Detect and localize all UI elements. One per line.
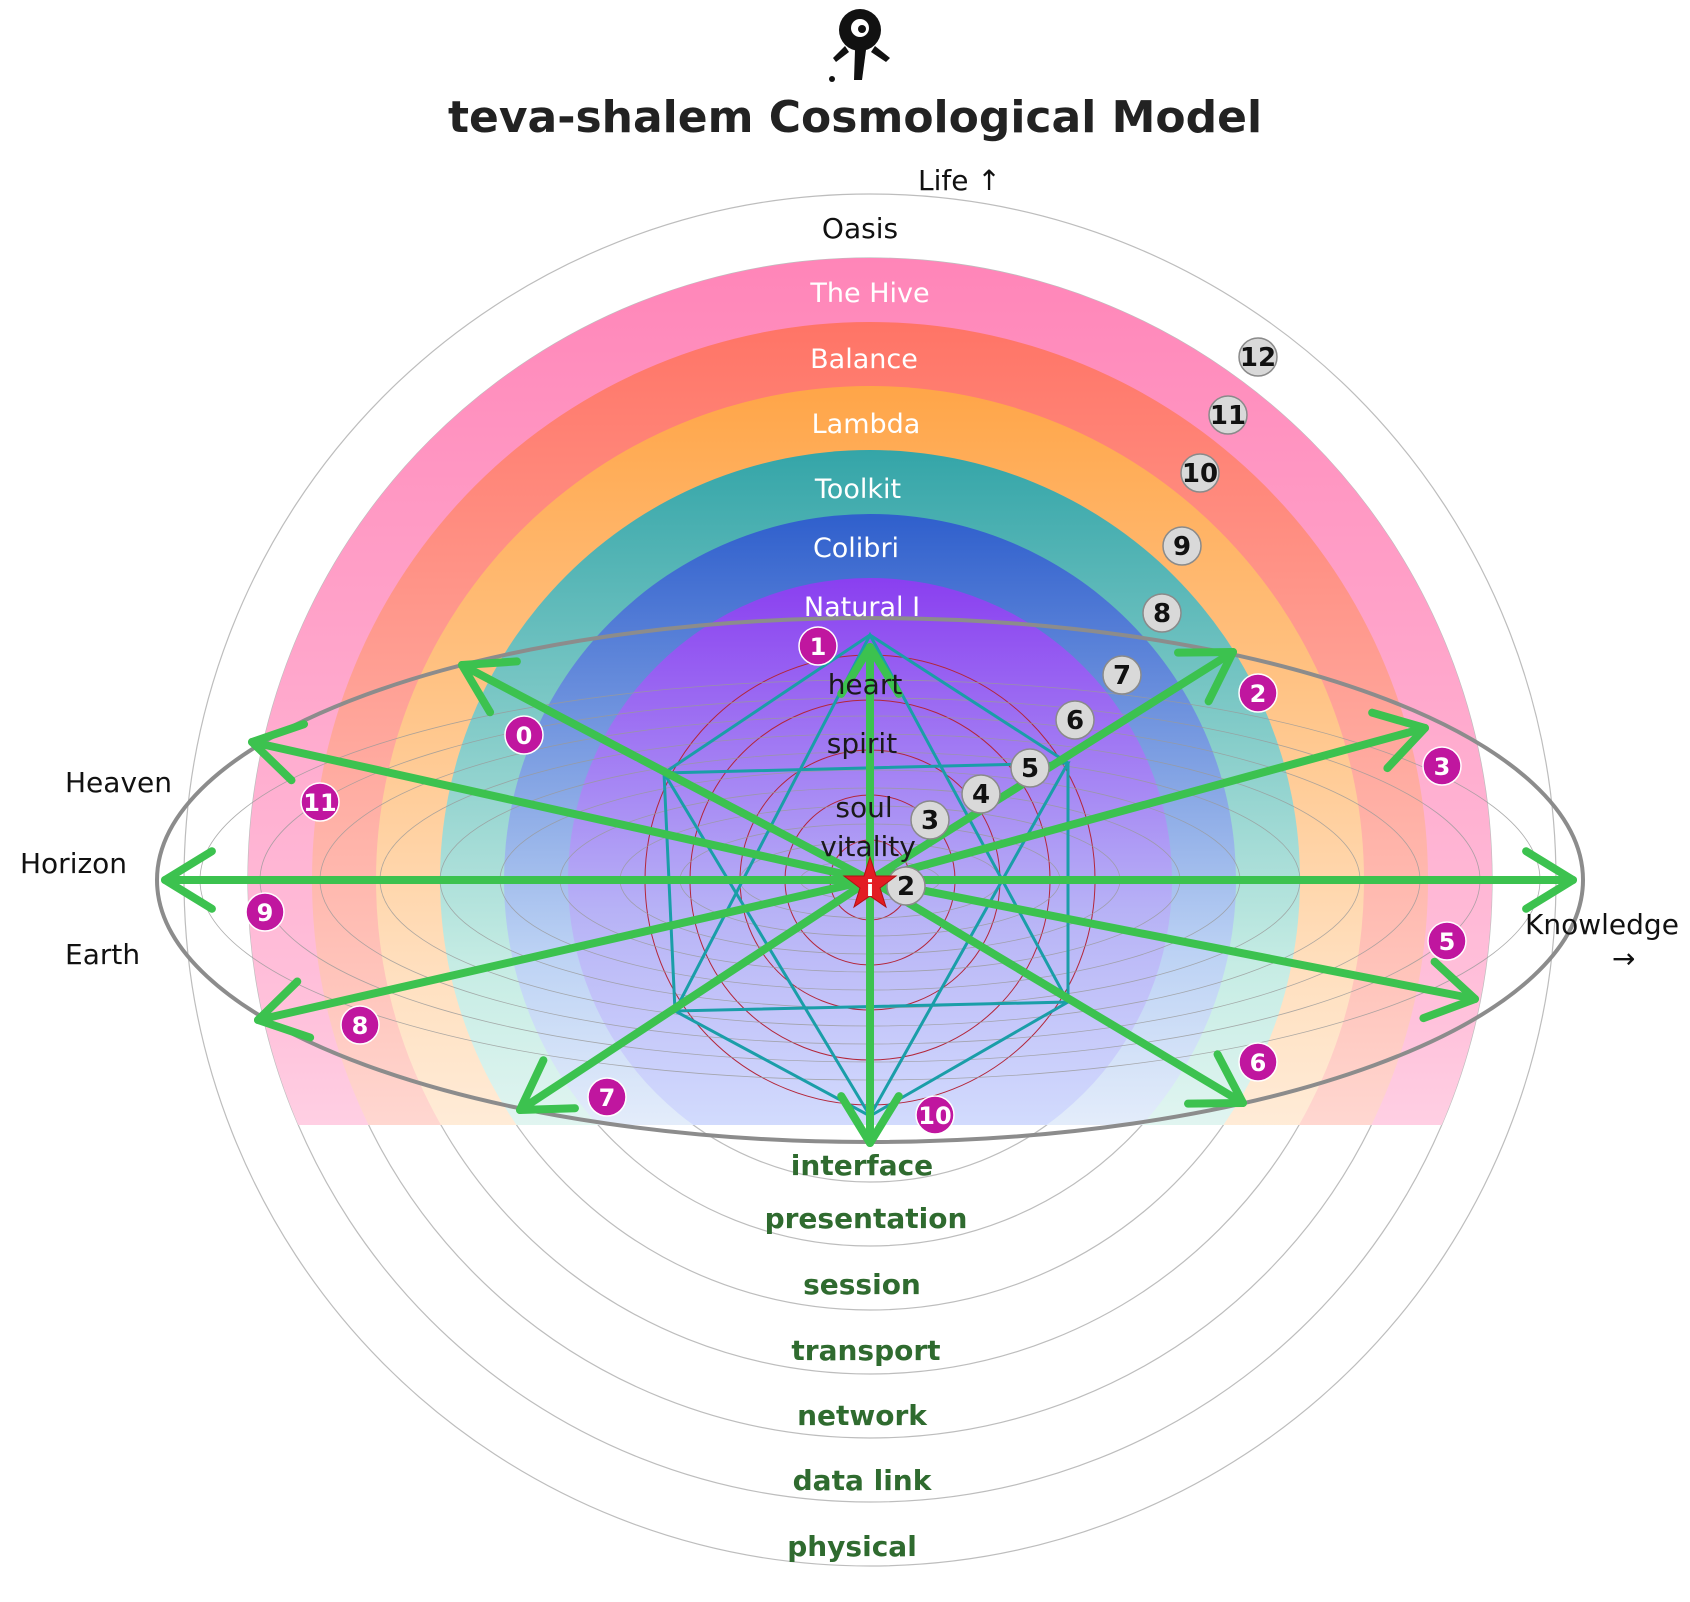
direction-arrow xyxy=(866,708,1429,884)
inner-label-heart: heart xyxy=(828,668,903,701)
badge-label: 0 xyxy=(516,722,533,750)
badge-label: 7 xyxy=(599,1084,616,1112)
level-badge: 3 xyxy=(910,800,950,840)
badge-label: 12 xyxy=(1240,343,1276,373)
direction-arrow xyxy=(837,876,903,1147)
ring-label-hive: The Hive xyxy=(809,278,929,309)
knowledge-axis-label: Knowledge xyxy=(1525,908,1679,941)
direction-arrow xyxy=(248,720,874,884)
direction-badge: 11 xyxy=(300,782,340,822)
direction-badge: 5 xyxy=(1427,921,1467,961)
osi-label-session: session xyxy=(803,1268,921,1301)
badge-label: 5 xyxy=(1021,754,1039,784)
direction-arrow xyxy=(866,648,1237,884)
inner-label-soul: soul xyxy=(835,791,892,824)
life-axis-label: Life ↑ xyxy=(918,164,1001,197)
level-badge: 2 xyxy=(886,866,926,906)
direction-badge: 7 xyxy=(587,1077,627,1117)
direction-badge: 9 xyxy=(245,892,285,932)
badge-label: 10 xyxy=(1182,459,1218,489)
osi-label-interface: interface xyxy=(791,1149,933,1182)
osi-label-presentation: presentation xyxy=(765,1202,968,1235)
badge-label: 6 xyxy=(1250,1049,1267,1077)
ring-label-toolkit: Toolkit xyxy=(814,474,901,505)
inner-label-spirit: spirit xyxy=(827,727,897,760)
direction-badge: 8 xyxy=(340,1005,380,1045)
direction-arrow xyxy=(866,847,1577,913)
direction-arrow xyxy=(161,847,874,913)
knowledge-arrow: → xyxy=(1612,942,1635,975)
heaven-label: Heaven xyxy=(65,766,172,799)
badge-label: 11 xyxy=(303,789,336,817)
badge-label: 9 xyxy=(257,899,274,927)
ring-label-natural: Natural I xyxy=(804,592,920,623)
direction-badge: 10 xyxy=(915,1095,955,1135)
badge-label: 9 xyxy=(1173,532,1191,562)
level-badge: 9 xyxy=(1162,526,1202,566)
badge-label: 2 xyxy=(897,872,915,902)
level-badge: 10 xyxy=(1180,453,1220,493)
direction-arrow xyxy=(516,876,874,1114)
direction-arrows xyxy=(161,643,1577,1147)
logo-figure xyxy=(829,9,890,82)
level-badge: 8 xyxy=(1142,593,1182,633)
inner-label-vitality: vitality xyxy=(820,830,916,863)
badge-label: 8 xyxy=(352,1012,369,1040)
direction-arrow xyxy=(866,876,1479,1023)
badge-label: 5 xyxy=(1439,928,1456,956)
direction-arrow xyxy=(458,657,874,884)
level-badge: 11 xyxy=(1208,395,1248,435)
ring-label-oasis: Oasis xyxy=(822,212,898,245)
osi-label-transport: transport xyxy=(791,1334,940,1367)
direction-badge: 0 xyxy=(504,715,544,755)
level-badge: 5 xyxy=(1010,748,1050,788)
badge-label: 8 xyxy=(1153,599,1171,629)
direction-arrow xyxy=(866,876,1247,1108)
horizon-label: Horizon xyxy=(20,847,127,880)
badge-label: 7 xyxy=(1113,661,1131,691)
badge-label: 10 xyxy=(918,1102,951,1130)
center-i-label: i xyxy=(866,877,874,902)
badge-label: 6 xyxy=(1066,706,1084,736)
badge-label: 2 xyxy=(1250,680,1267,708)
direction-badge: 6 xyxy=(1238,1042,1278,1082)
direction-badge: 2 xyxy=(1238,673,1278,713)
osi-label-physical: physical xyxy=(787,1530,917,1563)
level-badge: 7 xyxy=(1102,655,1142,695)
osi-label-network: network xyxy=(797,1399,928,1432)
badge-label: 3 xyxy=(921,806,939,836)
direction-badge: 1 xyxy=(798,626,838,666)
level-badges: 2 3 4 567 8 9 10 11 12 xyxy=(886,337,1278,906)
badge-label: 11 xyxy=(1210,401,1246,431)
page-title: teva-shalem Cosmological Model xyxy=(448,92,1262,143)
center-star: i xyxy=(842,855,898,909)
direction-arrow xyxy=(837,643,903,884)
badge-label: 4 xyxy=(972,780,990,810)
direction-badge: 3 xyxy=(1422,746,1462,786)
osi-label-datalink: data link xyxy=(793,1464,933,1497)
level-badge: 6 xyxy=(1055,700,1095,740)
ring-label-lambda: Lambda xyxy=(812,409,921,440)
badge-label: 1 xyxy=(810,633,827,661)
level-badge: 4 xyxy=(961,774,1001,814)
ring-label-balance: Balance xyxy=(810,344,918,375)
level-badge: 12 xyxy=(1238,337,1278,377)
badge-label: 3 xyxy=(1434,753,1451,781)
direction-arrow xyxy=(254,876,874,1042)
earth-label: Earth xyxy=(65,938,140,971)
ring-label-colibri: Colibri xyxy=(813,533,899,564)
